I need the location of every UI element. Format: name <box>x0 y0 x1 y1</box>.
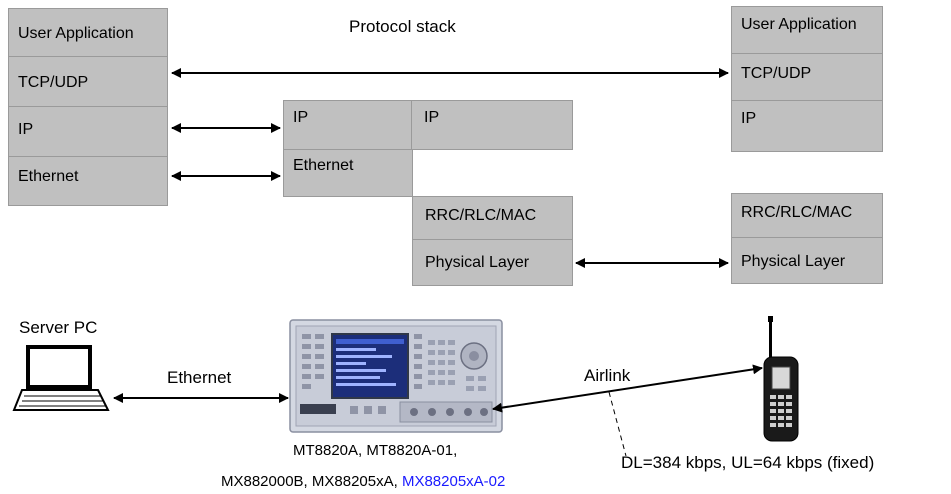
ethernet-link-label: Ethernet <box>167 368 232 387</box>
diagram-title: Protocol stack <box>349 17 456 36</box>
right-protocol-stack-upper: User Application TCP/UDP IP <box>731 6 883 152</box>
laptop-icon <box>12 345 110 411</box>
mobile-phone-icon <box>763 316 799 442</box>
right-stack-physical-layer: Physical Layer <box>741 253 846 270</box>
left-stack-user-application: User Application <box>9 9 167 57</box>
middle-ip-layer: IP IP <box>283 100 573 150</box>
middle-stack-ethernet: Ethernet <box>293 157 354 174</box>
tester-icon <box>289 319 503 433</box>
middle-ethernet-layer: Ethernet <box>283 149 413 197</box>
tester-model-option-highlight: MX88205xA-02 <box>401 473 506 490</box>
middle-stack-ip-right: IP <box>424 109 440 126</box>
left-stack-ip: IP <box>9 107 167 157</box>
middle-radio-stack: RRC/RLC/MAC Physical Layer <box>412 196 573 286</box>
rate-note-leader <box>608 391 627 457</box>
left-stack-tcp-udp: TCP/UDP <box>9 57 167 107</box>
airlink-arrow <box>492 364 763 413</box>
tester-model-line-1: MT8820A, MT8820A-01, <box>293 442 458 459</box>
left-protocol-stack: User Application TCP/UDP IP Ethernet <box>8 8 168 206</box>
right-stack-tcp-udp: TCP/UDP <box>732 54 882 101</box>
tester-model-line-2-text: MX882000B, MX88205xA, <box>221 473 402 490</box>
middle-stack-rrc-rlc-mac: RRC/RLC/MAC <box>413 197 572 240</box>
middle-stack-ip-left: IP <box>284 101 412 149</box>
right-stack-rrc-rlc-mac: RRC/RLC/MAC <box>732 194 882 238</box>
right-stack-user-application: User Application <box>732 7 882 54</box>
right-stack-ip: IP <box>741 110 757 127</box>
right-protocol-stack-radio: RRC/RLC/MAC Physical Layer <box>731 193 883 284</box>
rate-note-label: DL=384 kbps, UL=64 kbps (fixed) <box>621 453 875 472</box>
tester-model-line-2: MX882000B, MX88205xA, MX88205xA-02 <box>221 473 505 490</box>
left-stack-ethernet: Ethernet <box>18 168 79 185</box>
middle-stack-physical-layer: Physical Layer <box>425 254 530 271</box>
server-pc-label: Server PC <box>19 318 98 337</box>
airlink-label: Airlink <box>584 366 631 385</box>
